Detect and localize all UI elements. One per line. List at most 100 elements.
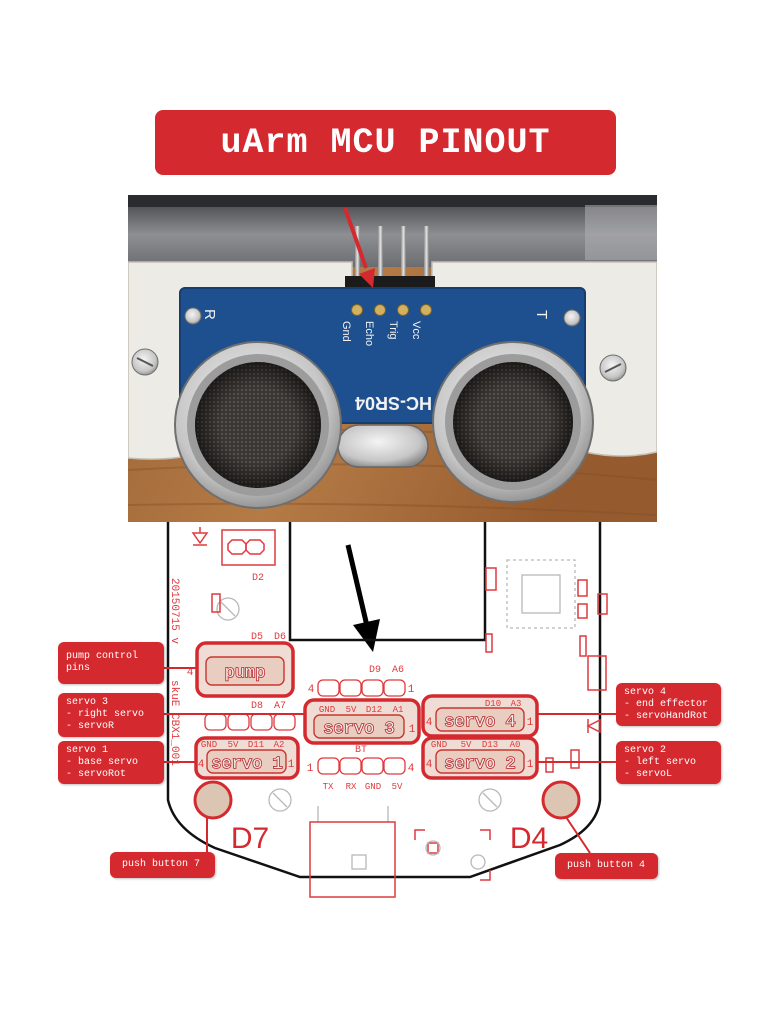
- sensor-pin-label-gnd: Gnd: [340, 321, 352, 342]
- servo2-pin-signal: D13: [482, 740, 498, 750]
- down-arrow-icon: [345, 544, 380, 652]
- servo1-pin-left: 4: [198, 759, 205, 771]
- servo1-pin-analog: A2: [274, 740, 285, 750]
- pin-pads: [351, 304, 432, 316]
- servo4-pin-right: 1: [527, 717, 534, 729]
- servo1-pin-gnd: GND: [201, 740, 217, 750]
- bt-pin-right: 4: [408, 763, 415, 775]
- servo2-pin-left: 4: [426, 759, 433, 771]
- top-header-pin-left: 4: [308, 684, 315, 696]
- transducer-left: [174, 341, 342, 509]
- servo3-pin-5v: 5V: [346, 705, 357, 715]
- sensor-pin-label-echo: Echo: [363, 321, 375, 346]
- push-button-7: [193, 780, 233, 820]
- callout-line: push button 4: [567, 860, 646, 871]
- bt-pin-gnd: GND: [365, 782, 381, 792]
- servo3-header: GND 5V D12 A1 servo 3 1: [303, 698, 421, 745]
- callout-line: servo 3: [66, 697, 109, 708]
- servo2-pin-5v: 5V: [461, 740, 472, 750]
- mount-hole-icon: [216, 597, 240, 621]
- metal-corner: [585, 205, 657, 260]
- label-d8: D8: [251, 701, 263, 712]
- sku-code: skuE CBX1_001: [168, 680, 180, 766]
- callout-line: - servoL: [624, 769, 673, 780]
- board-cutout: [288, 522, 487, 642]
- callout-line: - end effector: [624, 699, 709, 710]
- mount-hole-icon: [268, 788, 292, 812]
- bt-pin-rx: RX: [346, 782, 357, 792]
- label-bt: BT: [355, 745, 367, 756]
- bt-pin-5v: 5V: [392, 782, 403, 792]
- sensor-mark-t: T: [533, 310, 550, 319]
- servo4-header: D10 A3 servo 4 4 1: [421, 694, 539, 738]
- callout-line: - right servo: [66, 709, 145, 720]
- bt-pin-left: 1: [307, 763, 314, 775]
- pump-header: pump: [195, 641, 295, 698]
- label-d6: D6: [274, 632, 286, 643]
- callout-line: servo 4: [624, 687, 667, 698]
- pin-header-top: [317, 679, 406, 697]
- callout-line: pins: [66, 663, 91, 674]
- servo3-pin-signal: D12: [366, 705, 382, 715]
- page-title-text: uArm MCU PINOUT: [220, 122, 551, 163]
- transducer-right: [432, 341, 594, 503]
- label-a6: A6: [392, 665, 404, 676]
- screw-icon: [131, 348, 159, 376]
- servo1-label: servo 1: [211, 755, 282, 774]
- sensor-model-label: HC-SR04: [355, 393, 432, 413]
- pin-header-d8: [204, 713, 296, 731]
- label-d9: D9: [369, 665, 381, 676]
- callout-push-button-4: push button 4: [555, 853, 658, 879]
- metal-edge: [128, 195, 657, 207]
- diode-icon: [191, 527, 209, 546]
- sensor-pin-label-vcc: Vcc: [410, 321, 422, 340]
- label-d7: D7: [231, 822, 269, 855]
- pin-header-bt: [317, 757, 406, 775]
- page-title: uArm MCU PINOUT: [155, 110, 616, 175]
- servo3-pin-right: 1: [409, 724, 416, 736]
- callout-line: - base servo: [66, 757, 139, 768]
- servo4-pin-analog: A3: [511, 699, 522, 709]
- component-bottom-right: [414, 829, 491, 881]
- smd-components: [211, 567, 608, 773]
- pump-label: pump: [225, 664, 266, 683]
- servo2-label: servo 2: [444, 755, 515, 774]
- component-d2: [221, 529, 276, 566]
- callout-pump: pump control pins: [58, 642, 164, 684]
- servo1-pin-signal: D11: [248, 740, 264, 750]
- callout-line: pump control: [66, 651, 139, 662]
- servo3-label: servo 3: [323, 720, 394, 739]
- mount-hole-icon: [478, 788, 502, 812]
- diode-icon: [586, 718, 601, 734]
- callout-line: servo 1: [66, 745, 109, 756]
- screw-icon: [599, 354, 627, 382]
- callout-line: - left servo: [624, 757, 697, 768]
- servo4-pin-signal: D10: [485, 699, 501, 709]
- bt-pin-tx: TX: [323, 782, 334, 792]
- servo1-pin-right: 1: [288, 759, 295, 771]
- mcu-chip: [506, 559, 576, 629]
- servo3-pin-gnd: GND: [319, 705, 335, 715]
- label-a7: A7: [274, 701, 286, 712]
- servo3-pin-analog: A1: [393, 705, 404, 715]
- servo2-pin-analog: A0: [510, 740, 521, 750]
- servo4-label: servo 4: [444, 713, 515, 732]
- servo4-pin-left: 4: [426, 717, 433, 729]
- callout-line: push button 7: [122, 859, 201, 870]
- small-screw-icon: [184, 307, 581, 327]
- date-code: 20150715 v: [168, 578, 180, 644]
- servo2-pin-right: 1: [527, 759, 534, 771]
- callout-line: servo 2: [624, 745, 667, 756]
- servo1-header: GND 5V D11 A2 servo 1 4 1: [194, 736, 300, 780]
- callout-line: - servoRot: [66, 769, 127, 780]
- callout-push-button-7: push button 7: [110, 852, 215, 878]
- board-outline: [166, 522, 602, 879]
- callout-servo4: servo 4 - end effector - servoHandRot: [616, 683, 721, 726]
- callout-line: - servoR: [66, 721, 115, 732]
- sensor-photo: Gnd Echo Trig Vcc R T HC-SR04: [128, 195, 657, 522]
- top-header-pin-right: 1: [408, 684, 415, 696]
- push-button-4: [541, 780, 581, 820]
- callout-servo1: servo 1 - base servo - servoRot: [58, 741, 164, 784]
